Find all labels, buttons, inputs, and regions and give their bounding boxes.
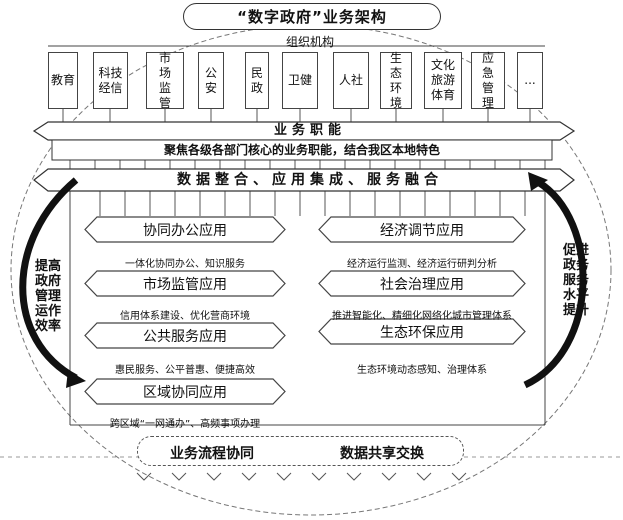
dept-box: 教育 (48, 52, 78, 109)
focus-text: 聚焦各级各部门核心的业务职能，结合我区本地特色 (163, 143, 440, 157)
left-app-label: 市场监管应用 (143, 276, 227, 293)
dept-box: ... (517, 52, 543, 109)
dept-box: 生 态 环 境 (380, 51, 412, 110)
dept-box: 应 急 管 理 (471, 51, 505, 110)
chevron-icon (451, 472, 467, 481)
business-function-bar (32, 121, 576, 141)
right-app-desc: 生态环境动态感知、治理体系 (357, 365, 487, 376)
dept-box: 人社 (333, 52, 369, 109)
diagram-title: “数字政府”业务架构 (183, 3, 441, 30)
chevron-icon (346, 472, 362, 481)
bottom-item-process: 业务流程协同 (170, 446, 254, 462)
right-app-label: 生态环保应用 (380, 324, 464, 341)
dept-box: 科技 经信 (93, 52, 128, 109)
dept-box: 市 场 监 管 (146, 51, 184, 110)
application-hexagon (84, 216, 286, 243)
application-hexagons (84, 216, 526, 405)
chevron-icon (241, 472, 257, 481)
right-app-label: 社会治理应用 (380, 276, 464, 293)
application-hexagon (318, 270, 526, 297)
left-side-text: 提高 政府 管理 运作 效率 (34, 259, 61, 334)
chevron-icon (381, 472, 397, 481)
right-app-desc: 经济运行监测、经济运行研判分析 (347, 259, 497, 270)
vertical-rules-top (62, 109, 531, 122)
application-hexagon (84, 378, 286, 405)
dept-box: 卫健 (282, 52, 318, 109)
vertical-rules-bottom (99, 191, 526, 216)
left-app-desc: 信用体系建设、优化营商环境 (120, 311, 250, 322)
left-app-desc: 一体化协同办公、知识服务 (125, 259, 245, 270)
chevron-icon (416, 472, 432, 481)
bottom-collaboration-box (137, 436, 464, 466)
application-hexagon (318, 318, 526, 345)
left-app-label: 区域协同应用 (143, 384, 227, 401)
left-arrowhead (66, 370, 86, 388)
dept-box: 公 安 (198, 52, 224, 109)
left-curved-arrow (19, 177, 79, 382)
chevron-icon (276, 472, 292, 481)
left-app-desc: 跨区域“一网通办”、高频事项办理 (109, 419, 261, 430)
chevron-icon (206, 472, 222, 481)
dept-box: 文化 旅游 体育 (424, 52, 462, 109)
application-hexagon (84, 270, 286, 297)
integration-label: 数据整合、应用集成、服务融合 (177, 172, 443, 188)
chevron-icon (171, 472, 187, 481)
right-arrowhead (528, 172, 548, 191)
bottom-item-data-exchange: 数据共享交换 (340, 446, 424, 462)
outer-dashed-ellipse (10, 24, 612, 516)
left-app-label: 协同办公应用 (143, 222, 227, 239)
org-label: 组织机构 (285, 35, 334, 49)
application-hexagon (318, 216, 526, 243)
bottom-chevrons (136, 472, 467, 481)
chevron-icon (311, 472, 327, 481)
right-app-label: 经济调节应用 (380, 222, 464, 239)
application-hexagon (84, 322, 286, 349)
left-app-desc: 惠民服务、公平普惠、便捷高效 (115, 365, 255, 376)
vertical-rules-middle (69, 160, 546, 169)
dept-box: 民 政 (245, 52, 269, 109)
right-side-text: 促进 政务 服务 水平 提升 (562, 243, 589, 318)
business-function-label: 业务职能 (273, 123, 346, 138)
left-app-label: 公共服务应用 (143, 328, 227, 345)
right-curved-arrow (523, 179, 587, 389)
right-app-desc: 推进智能化、精细化网络化城市管理体系 (332, 311, 512, 322)
chevron-icon (136, 472, 152, 481)
integration-bar (33, 168, 575, 192)
focus-bar (51, 139, 553, 161)
